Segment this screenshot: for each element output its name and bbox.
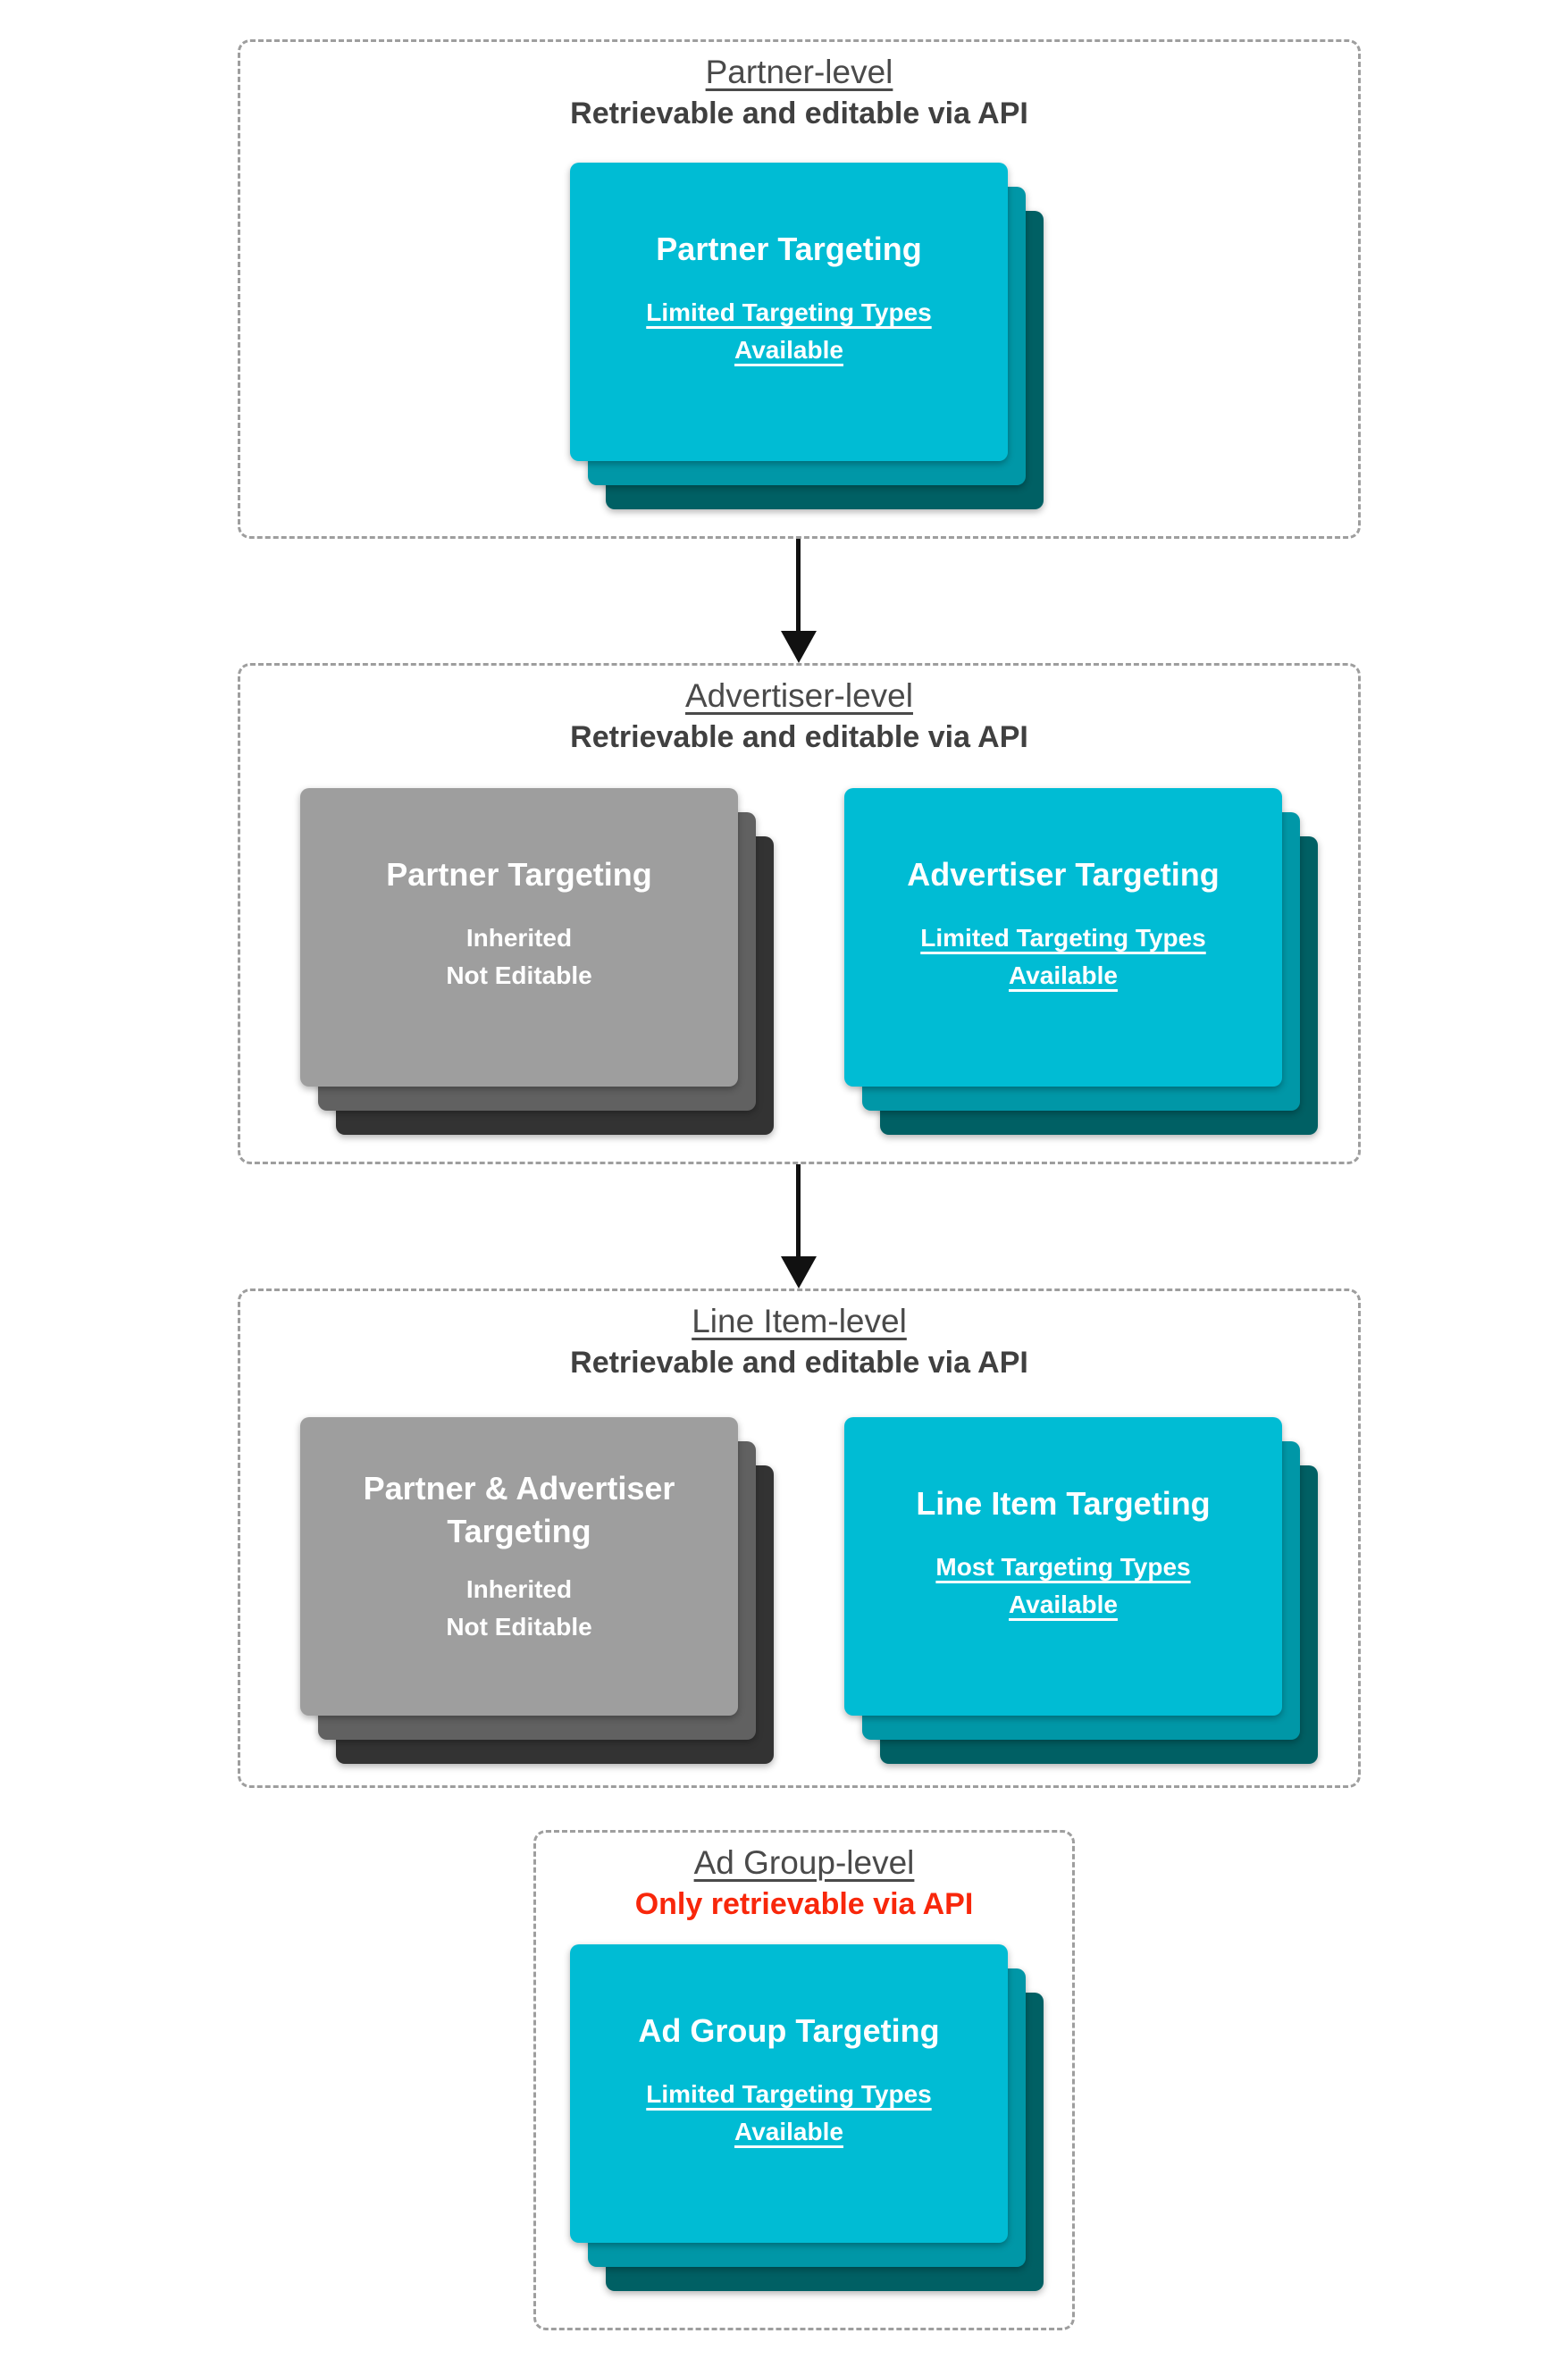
inherited-partner-advertiser-targeting-card-stack: Partner & Advertiser Targeting Inherited… [300,1417,774,1764]
card-body: Limited Targeting Types Available [570,2076,1008,2151]
card-body-line: Not Editable [446,1613,592,1641]
section-title: Partner-level [705,54,893,90]
partner-targeting-card-stack: Partner Targeting Limited Targeting Type… [570,163,1044,509]
card-body: Limited Targeting Types Available [844,919,1282,995]
section-title: Line Item-level [692,1303,907,1339]
advertiser-targeting-card-stack: Advertiser Targeting Limited Targeting T… [844,788,1318,1135]
card-title-line: Partner Targeting [656,231,922,267]
card-title-line: Advertiser Targeting [907,856,1220,893]
card-title: Advertiser Targeting [844,853,1282,896]
section-advertiser-level: Advertiser-level Retrievable and editabl… [238,663,1361,1164]
card-title-line: Ad Group Targeting [638,2012,940,2049]
section-subtitle: Retrievable and editable via API [570,720,1028,754]
section-header: Partner-level Retrievable and editable v… [240,42,1358,134]
inherited-partner-targeting-card-stack: Partner Targeting Inherited Not Editable [300,788,774,1135]
inherited-partner-targeting-card: Partner Targeting Inherited Not Editable [300,788,738,1087]
advertiser-targeting-card: Advertiser Targeting Limited Targeting T… [844,788,1282,1087]
card-body-line: Limited Targeting Types [646,2080,932,2108]
partner-targeting-card: Partner Targeting Limited Targeting Type… [570,163,1008,461]
card-body-line: Most Targeting Types [935,1553,1191,1581]
arrow-head [781,1256,817,1288]
arrow-line [796,539,801,632]
section-header: Ad Group-level Only retrievable via API [536,1833,1072,1925]
section-header: Advertiser-level Retrievable and editabl… [240,666,1358,758]
card-body-line: Available [1009,961,1118,989]
card-body-line: Not Editable [446,961,592,989]
card-body: Most Targeting Types Available [844,1549,1282,1624]
section-line-item-level: Line Item-level Retrievable and editable… [238,1288,1361,1788]
section-title: Ad Group-level [693,1844,915,1881]
card-body: Limited Targeting Types Available [570,294,1008,369]
section-title: Advertiser-level [685,677,913,714]
section-header: Line Item-level Retrievable and editable… [240,1291,1358,1383]
card-title-line: Targeting [447,1513,591,1549]
section-subtitle: Retrievable and editable via API [570,97,1028,130]
card-body: Inherited Not Editable [300,919,738,995]
card-body-line: Inherited [465,1575,573,1603]
card-body-line: Limited Targeting Types [646,298,932,326]
card-body: Inherited Not Editable [300,1571,738,1646]
card-title: Partner Targeting [570,228,1008,271]
card-body-line: Inherited [465,924,573,952]
section-subtitle: Only retrievable via API [634,1887,974,1921]
card-body-line: Available [734,2118,843,2145]
line-item-targeting-card: Line Item Targeting Most Targeting Types… [844,1417,1282,1716]
section-partner-level: Partner-level Retrievable and editable v… [238,39,1361,539]
card-title: Partner & Advertiser Targeting [300,1467,738,1553]
card-body-line: Available [734,336,843,364]
inherited-partner-advertiser-targeting-card: Partner & Advertiser Targeting Inherited… [300,1417,738,1716]
card-title-line: Partner Targeting [386,856,652,893]
section-ad-group-level: Ad Group-level Only retrievable via API … [533,1830,1075,2330]
arrow-line [796,1164,801,1257]
card-title: Line Item Targeting [844,1482,1282,1525]
card-body-line: Limited Targeting Types [920,924,1206,952]
section-subtitle: Retrievable and editable via API [570,1346,1028,1380]
line-item-targeting-card-stack: Line Item Targeting Most Targeting Types… [844,1417,1318,1764]
ad-group-targeting-card-stack: Ad Group Targeting Limited Targeting Typ… [570,1944,1044,2291]
card-body-line: Available [1009,1591,1118,1618]
card-title-line: Partner & Advertiser [363,1470,675,1507]
card-title: Partner Targeting [300,853,738,896]
ad-group-targeting-card: Ad Group Targeting Limited Targeting Typ… [570,1944,1008,2243]
arrow-head [781,631,817,663]
card-title-line: Line Item Targeting [916,1485,1211,1522]
card-title: Ad Group Targeting [570,2010,1008,2052]
